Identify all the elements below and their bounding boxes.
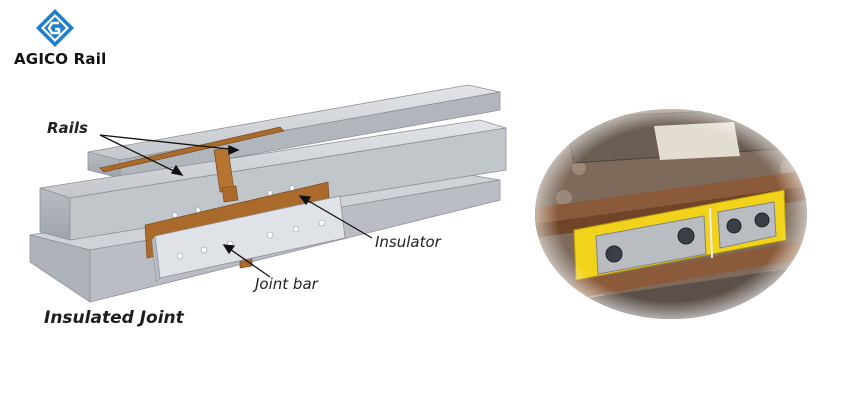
diagram-title: Insulated Joint bbox=[44, 308, 184, 328]
insulated-joint-diagram: Rails Insulator Joint bar Insulated Join… bbox=[29, 84, 507, 328]
joint-illustration bbox=[29, 84, 507, 303]
insulated-joint-photo bbox=[535, 109, 807, 319]
rails-label: Rails bbox=[47, 119, 88, 137]
agico-logo-icon bbox=[36, 9, 74, 47]
rail-front bbox=[39, 119, 507, 241]
leader-lines bbox=[99, 134, 373, 278]
brand: AGICO Rail bbox=[14, 8, 114, 72]
brand-name: AGICO Rail bbox=[14, 50, 107, 68]
insulator-label: Insulator bbox=[375, 233, 441, 251]
joint-bar-label: Joint bar bbox=[255, 275, 318, 293]
